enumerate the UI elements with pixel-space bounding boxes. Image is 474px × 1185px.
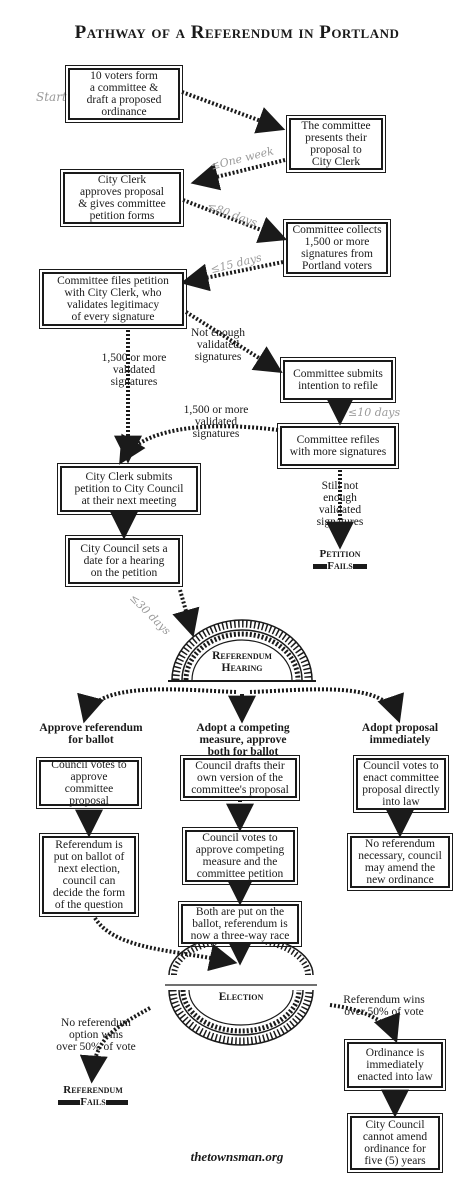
time-10-days: ≤10 days xyxy=(348,406,401,419)
arrow-b9-hearing xyxy=(172,589,200,638)
box-committee-refiles: Committee refiles with more signatures xyxy=(277,423,399,469)
label-not-enough: Not enough validated signatures xyxy=(191,327,245,363)
label-still-not: Still not enough validated signatures xyxy=(316,480,364,528)
box-intention-refile: Committee submits intention to refile xyxy=(280,357,396,403)
box-referendum-on-ballot: Referendum is put on ballot of next elec… xyxy=(39,833,139,917)
box-voters-form-committee: 10 voters form a committee & draft a pro… xyxy=(65,65,183,123)
arrow-c2-election xyxy=(93,916,238,972)
petition-fails-line1: Petition xyxy=(319,548,361,560)
box-clerk-approves: City Clerk approves proposal & gives com… xyxy=(60,169,184,227)
arrow-b7-b8 xyxy=(119,424,279,465)
referendum-fails-word: Fails xyxy=(80,1096,106,1108)
box-committee-presents: The committee presents their proposal to… xyxy=(286,115,386,173)
footer-site: thetownsman.org xyxy=(190,1149,284,1164)
box-committee-files: Committee files petition with City Clerk… xyxy=(39,269,187,329)
box-council-cannot-amend: City Council cannot amend ordinance for … xyxy=(347,1113,443,1173)
label-no-referendum-wins: No referendum option wins over 50% of vo… xyxy=(56,1017,136,1053)
box-committee-collects: Committee collects 1,500 or more signatu… xyxy=(283,219,391,277)
page-title: Pathway of a Referendum in Portland xyxy=(74,22,400,43)
arrow-hearing-approve xyxy=(77,687,237,724)
label-referendum-wins: Referendum wins over 50% of vote xyxy=(343,994,425,1018)
start-label: Start xyxy=(36,90,67,104)
hearing-arch xyxy=(168,619,316,682)
petition-fails-word: Fails xyxy=(327,560,353,572)
option-approve: Approve referendum for ballot xyxy=(39,722,143,746)
option-competing: Adopt a competing measure, approve both … xyxy=(196,722,290,758)
arrow-election-nofail xyxy=(79,1006,151,1084)
arrow-b2-b3 xyxy=(190,158,286,191)
box-council-enacts: Council votes to enact committee proposa… xyxy=(353,755,449,813)
arrow-hearing-adopt xyxy=(249,687,404,724)
option-adopt: Adopt proposal immediately xyxy=(361,722,439,746)
box-clerk-submits: City Clerk submits petition to City Coun… xyxy=(57,463,201,515)
box-council-drafts: Council drafts their own version of the … xyxy=(180,755,300,801)
petition-fails: Petition Fails xyxy=(300,548,380,572)
label-enough-2: 1,500 or more validated signatures xyxy=(183,404,249,440)
box-no-referendum-necessary: No referendum necessary, council may ame… xyxy=(347,833,453,891)
arrow-b4-b5 xyxy=(180,260,284,292)
arrow-b1-b2 xyxy=(181,90,286,134)
box-council-votes-approve: Council votes to approve committee propo… xyxy=(36,757,142,809)
hearing-label: Referendum Hearing xyxy=(212,650,272,674)
referendum-fails-line1: Referendum xyxy=(63,1084,123,1096)
referendum-fails-line2: Fails xyxy=(48,1096,138,1108)
box-council-sets-date: City Council sets a date for a hearing o… xyxy=(65,535,183,587)
box-ordinance-enacted: Ordinance is immediately enacted into la… xyxy=(344,1039,446,1091)
election-label: Election xyxy=(218,991,264,1003)
label-enough-1: 1,500 or more validated signatures xyxy=(101,352,167,388)
flow-arrows xyxy=(75,90,414,1118)
referendum-fails: Referendum Fails xyxy=(48,1084,138,1108)
box-council-votes-competing: Council votes to approve competing measu… xyxy=(182,827,298,885)
arrow-b3-b4 xyxy=(182,198,288,244)
box-three-way-race: Both are put on the ballot, referendum i… xyxy=(178,901,302,947)
petition-fails-line2: Fails xyxy=(300,560,380,572)
